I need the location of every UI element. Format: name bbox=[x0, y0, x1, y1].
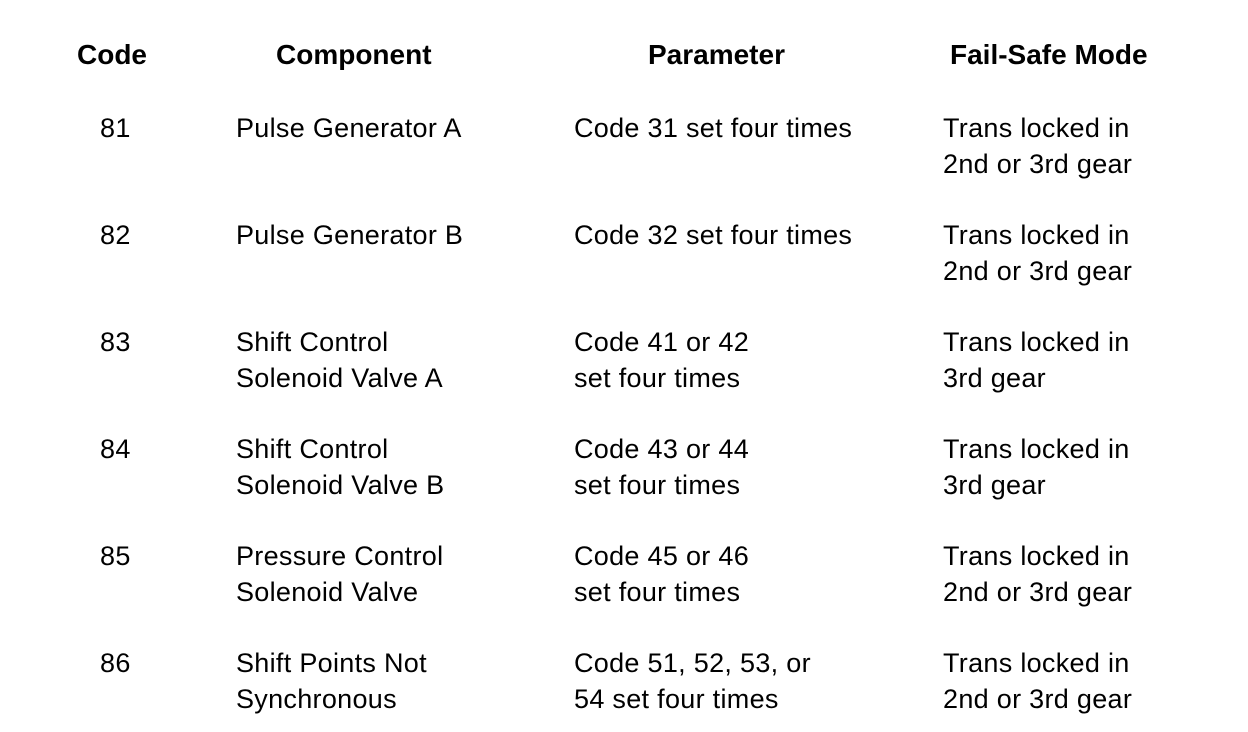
cell-code-value: 82 bbox=[100, 220, 131, 250]
cell-failsafe-mode-line: 2nd or 3rd gear bbox=[943, 256, 1133, 286]
cell-parameter: Code 32 set four times bbox=[574, 217, 852, 253]
cell-parameter-line: Code 41 or 42 bbox=[574, 327, 750, 357]
cell-failsafe-mode-line: 2nd or 3rd gear bbox=[943, 684, 1133, 714]
cell-component-line: Synchronous bbox=[236, 684, 397, 714]
cell-failsafe-mode: Trans locked in 2nd or 3rd gear bbox=[943, 110, 1132, 182]
cell-component: Pulse Generator B bbox=[236, 217, 463, 253]
cell-failsafe-mode: Trans locked in 2nd or 3rd gear bbox=[943, 645, 1132, 717]
cell-failsafe-mode-line: Trans locked in bbox=[943, 434, 1130, 464]
cell-component-line: Shift Control bbox=[236, 327, 389, 357]
table-row: 82 Pulse Generator B Code 32 set four time… bbox=[0, 217, 1248, 297]
header-parameter: Parameter bbox=[648, 39, 785, 70]
cell-code: 81 bbox=[100, 110, 131, 146]
cell-parameter: Code 45 or 46 set four times bbox=[574, 538, 749, 610]
cell-parameter: Code 31 set four times bbox=[574, 110, 852, 146]
cell-component-line: Pulse Generator A bbox=[236, 113, 462, 143]
header-component: Component bbox=[276, 39, 432, 70]
cell-code-value: 81 bbox=[100, 113, 131, 143]
table-row: 81 Pulse Generator A Code 31 set four time… bbox=[0, 110, 1248, 190]
cell-failsafe-mode: Trans locked in 2nd or 3rd gear bbox=[943, 538, 1132, 610]
cell-parameter-line: Code 31 set four times bbox=[574, 113, 853, 143]
cell-parameter-line: set four times bbox=[574, 363, 741, 393]
cell-code: 85 bbox=[100, 538, 131, 574]
cell-component-line: Solenoid Valve A bbox=[236, 363, 443, 393]
cell-component: Pulse Generator A bbox=[236, 110, 462, 146]
cell-code: 84 bbox=[100, 431, 131, 467]
cell-parameter: Code 51, 52, 53, or 54 set four times bbox=[574, 645, 811, 717]
cell-parameter-line: 54 set four times bbox=[574, 684, 779, 714]
cell-component-line: Pressure Control bbox=[236, 541, 444, 571]
cell-code: 83 bbox=[100, 324, 131, 360]
cell-component-line: Solenoid Valve B bbox=[236, 470, 445, 500]
cell-code-value: 85 bbox=[100, 541, 131, 571]
cell-failsafe-mode: Trans locked in 3rd gear bbox=[943, 324, 1130, 396]
cell-failsafe-mode: Trans locked in 2nd or 3rd gear bbox=[943, 217, 1132, 289]
cell-failsafe-mode-line: 2nd or 3rd gear bbox=[943, 149, 1133, 179]
cell-failsafe-mode-line: Trans locked in bbox=[943, 327, 1130, 357]
cell-component-line: Pulse Generator B bbox=[236, 220, 464, 250]
cell-code-value: 84 bbox=[100, 434, 131, 464]
cell-parameter-line: Code 43 or 44 bbox=[574, 434, 750, 464]
header-failsafe-mode: Fail-Safe Mode bbox=[950, 39, 1148, 70]
cell-failsafe-mode-line: 3rd gear bbox=[943, 363, 1046, 393]
cell-failsafe-mode: Trans locked in 3rd gear bbox=[943, 431, 1130, 503]
cell-parameter-line: set four times bbox=[574, 577, 741, 607]
cell-code-value: 83 bbox=[100, 327, 131, 357]
cell-parameter: Code 43 or 44 set four times bbox=[574, 431, 749, 503]
cell-component-line: Solenoid Valve bbox=[236, 577, 419, 607]
cell-failsafe-mode-line: Trans locked in bbox=[943, 541, 1130, 571]
cell-code: 86 bbox=[100, 645, 131, 681]
cell-parameter-line: Code 45 or 46 bbox=[574, 541, 750, 571]
cell-code: 82 bbox=[100, 217, 131, 253]
cell-failsafe-mode-line: Trans locked in bbox=[943, 648, 1130, 678]
cell-failsafe-mode-line: Trans locked in bbox=[943, 113, 1130, 143]
cell-failsafe-mode-line: Trans locked in bbox=[943, 220, 1130, 250]
cell-component-line: Shift Control bbox=[236, 434, 389, 464]
cell-component-line: Shift Points Not bbox=[236, 648, 427, 678]
header-code: Code bbox=[77, 39, 147, 70]
cell-parameter-line: Code 51, 52, 53, or bbox=[574, 648, 811, 678]
cell-code-value: 86 bbox=[100, 648, 131, 678]
cell-parameter-line: Code 32 set four times bbox=[574, 220, 853, 250]
cell-parameter: Code 41 or 42 set four times bbox=[574, 324, 749, 396]
cell-failsafe-mode-line: 2nd or 3rd gear bbox=[943, 577, 1133, 607]
cell-parameter-line: set four times bbox=[574, 470, 741, 500]
cell-failsafe-mode-line: 3rd gear bbox=[943, 470, 1046, 500]
